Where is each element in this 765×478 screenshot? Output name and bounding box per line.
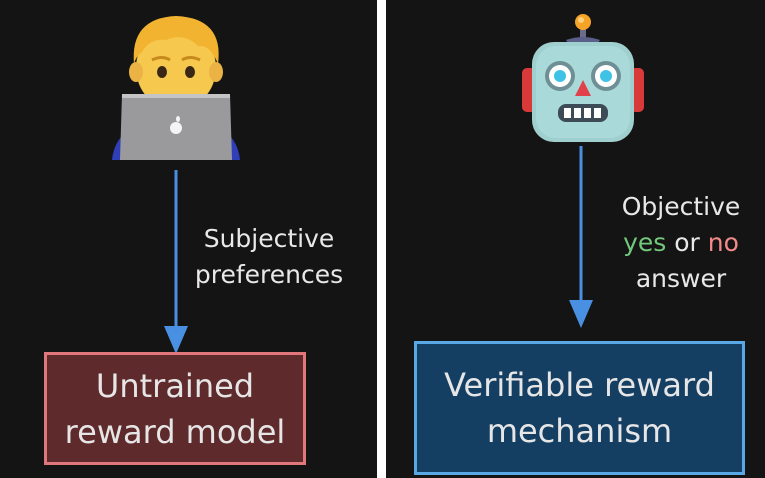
arrow-down-right (569, 146, 593, 328)
robot-icon (522, 14, 644, 142)
no-word: no (707, 228, 739, 257)
person-with-laptop-icon (112, 16, 240, 160)
label-line: preferences (194, 260, 344, 289)
untrained-reward-model-box: Untrained reward model (44, 352, 306, 465)
label-line-objective: Objective (621, 192, 741, 221)
subjective-preferences-label: Subjective preferences (184, 221, 354, 293)
yes-word: yes (623, 228, 667, 257)
arrow-down-left (164, 170, 188, 354)
label-line-yes-or-no: yes or no (606, 225, 756, 261)
panel-divider (377, 0, 386, 478)
left-panel: Subjective preferences Untrained reward … (0, 0, 377, 478)
label-line-answer: answer (635, 264, 727, 293)
objective-answer-label: Objective yes or no answer (606, 189, 756, 297)
box-line: mechanism (486, 412, 673, 450)
verifiable-reward-mechanism-box: Verifiable reward mechanism (414, 341, 745, 475)
label-line: Subjective (203, 224, 335, 253)
box-line: reward model (64, 412, 286, 451)
box-line: Untrained (95, 366, 255, 405)
or-word: or (666, 228, 708, 257)
box-line: Verifiable reward (444, 366, 715, 404)
